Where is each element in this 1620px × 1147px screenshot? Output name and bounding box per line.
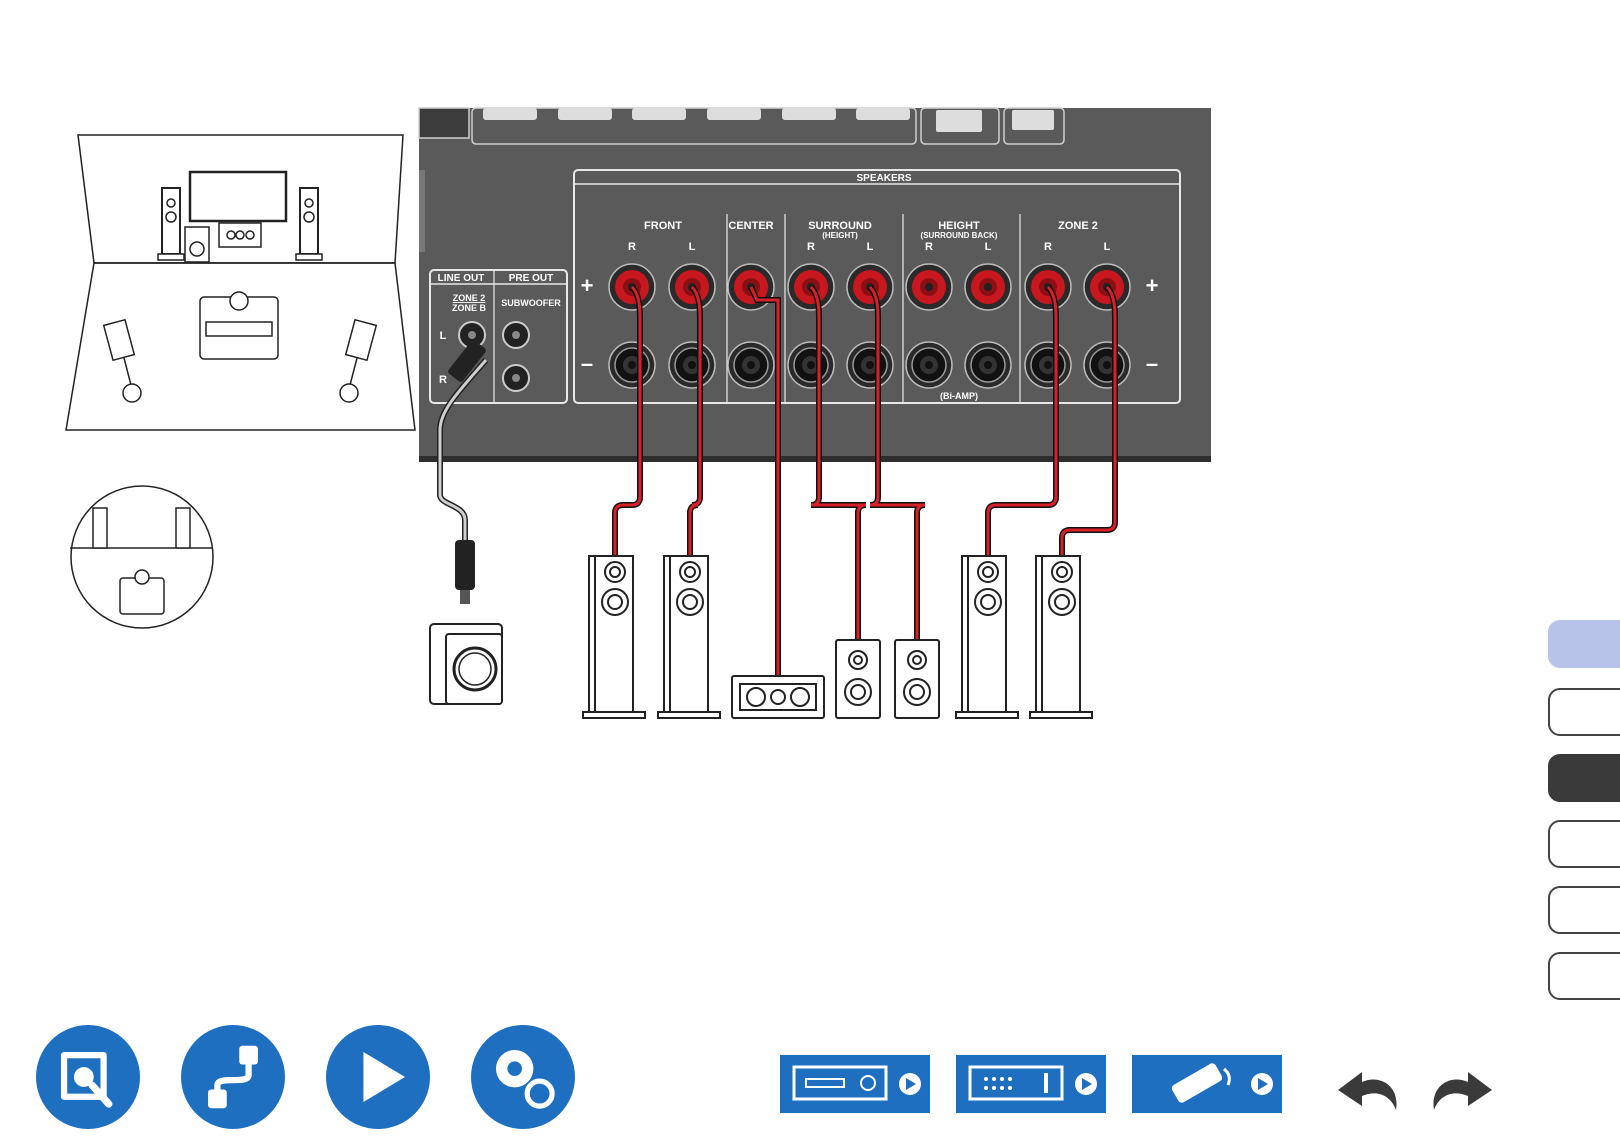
bi-amp-label: (Bi-AMP) bbox=[940, 391, 978, 401]
plus-right: + bbox=[1146, 273, 1159, 298]
speaker-units bbox=[583, 556, 1092, 718]
group-sub-surround: (HEIGHT) bbox=[822, 231, 858, 240]
rear-panel-icon[interactable] bbox=[956, 1055, 1106, 1113]
terminal-minus-8 bbox=[1025, 342, 1071, 388]
terminal-minus-5 bbox=[847, 342, 893, 388]
undo-arrow-icon[interactable] bbox=[1336, 1060, 1406, 1116]
zone2-right-speaker bbox=[956, 556, 1018, 718]
minus-right: – bbox=[1146, 351, 1158, 376]
group-sub-height: (SURROUND BACK) bbox=[921, 231, 998, 240]
manual-search-icon[interactable] bbox=[36, 1025, 140, 1129]
jack-label-l: L bbox=[440, 330, 447, 342]
side-view-inset bbox=[70, 486, 213, 628]
front-left-speaker bbox=[658, 556, 720, 718]
zone2-l: L bbox=[1104, 241, 1111, 253]
group-label-zone2: ZONE 2 bbox=[1058, 220, 1098, 232]
center-speaker bbox=[732, 676, 824, 718]
front-r: R bbox=[628, 241, 636, 253]
terminal-minus-3 bbox=[728, 342, 774, 388]
zone2-small-label: ZONE 2 bbox=[453, 293, 486, 303]
front-l: L bbox=[689, 241, 696, 253]
surround-left-speaker bbox=[895, 640, 939, 718]
subwoofer-label: SUBWOOFER bbox=[501, 298, 561, 308]
connection-cable-icon[interactable] bbox=[181, 1025, 285, 1129]
side-tab-1[interactable] bbox=[1548, 620, 1620, 668]
height-r: R bbox=[925, 241, 933, 253]
side-tab-4[interactable] bbox=[1548, 820, 1620, 868]
settings-gears-icon[interactable] bbox=[471, 1025, 575, 1129]
terminal-minus-2 bbox=[669, 342, 715, 388]
side-tab-3[interactable] bbox=[1548, 754, 1620, 802]
playback-icon[interactable] bbox=[326, 1025, 430, 1129]
terminal-plus-7 bbox=[965, 264, 1011, 310]
remote-control-icon[interactable] bbox=[1132, 1055, 1282, 1113]
terminal-minus-1 bbox=[609, 342, 655, 388]
subwoofer-speaker bbox=[430, 624, 502, 704]
plus-left: + bbox=[581, 273, 594, 298]
side-tab-5[interactable] bbox=[1548, 886, 1620, 934]
surround-r: R bbox=[807, 241, 815, 253]
room-layout-illustration bbox=[66, 135, 415, 430]
pre-out-label: PRE OUT bbox=[509, 273, 553, 284]
side-tab-6[interactable] bbox=[1548, 952, 1620, 1000]
zone2-left-speaker bbox=[1030, 556, 1092, 718]
height-l: L bbox=[985, 241, 992, 253]
front-right-speaker bbox=[583, 556, 645, 718]
group-label-front: FRONT bbox=[644, 220, 682, 232]
group-label-center: CENTER bbox=[728, 220, 773, 232]
jack-label-r: R bbox=[439, 374, 447, 386]
surround-right-speaker bbox=[836, 640, 880, 718]
surround-l: L bbox=[867, 241, 874, 253]
receiver-rear-panel: SPEAKERS FRONT CENTER SURROUND (HEIGHT) … bbox=[419, 108, 1211, 462]
front-panel-icon[interactable] bbox=[780, 1055, 930, 1113]
terminal-minus-9 bbox=[1084, 342, 1130, 388]
terminal-plus-6 bbox=[906, 264, 952, 310]
side-tab-2[interactable] bbox=[1548, 688, 1620, 736]
redo-arrow-icon[interactable] bbox=[1424, 1060, 1494, 1116]
zoneb-small-label: ZONE B bbox=[452, 303, 487, 313]
terminal-minus-7 bbox=[965, 342, 1011, 388]
terminal-minus-4 bbox=[788, 342, 834, 388]
zone2-r: R bbox=[1044, 241, 1052, 253]
speakers-label: SPEAKERS bbox=[856, 173, 911, 184]
line-out-label: LINE OUT bbox=[438, 273, 485, 284]
minus-left: – bbox=[581, 351, 593, 376]
terminal-minus-6 bbox=[906, 342, 952, 388]
